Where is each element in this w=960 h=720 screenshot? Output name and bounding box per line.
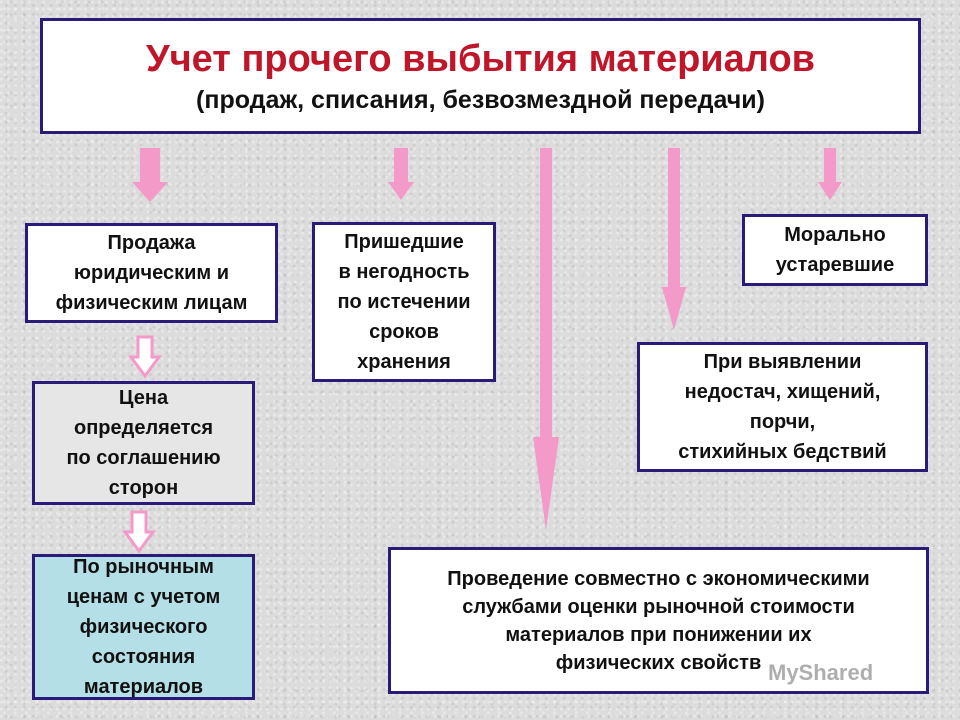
market-line: По рыночным (73, 556, 214, 578)
expired-line: Пришедшие (344, 231, 464, 253)
expired-line: в негодность (338, 261, 470, 283)
joint-line: физических свойств (555, 651, 762, 674)
joint-line: службами оценки рыночной стоимости (462, 595, 855, 618)
shortage-line: стихийных бедствий (678, 441, 887, 463)
price-line: определяется (73, 417, 213, 439)
expired-line: хранения (357, 351, 451, 373)
sale-line: юридическим и (73, 262, 230, 284)
joint-assessment-box: Проведение совместно с экономическими сл… (388, 547, 929, 694)
sale-line: Продажа (107, 232, 196, 254)
shortage-line: недостач, хищений, (684, 381, 881, 403)
price-line: сторон (108, 477, 179, 499)
obsolete-line: устаревшие (775, 254, 895, 276)
joint-line: материалов при понижении их (505, 623, 812, 646)
market-line: материалов (83, 676, 204, 698)
shortage-line: порчи, (749, 411, 816, 433)
obsolete-line: Морально (784, 224, 886, 246)
market-line: состояния (91, 646, 196, 668)
price-line: Цена (118, 387, 169, 409)
sale-box: Продажа юридическим и физическим лицам (25, 223, 278, 323)
expired-box: Пришедшие в негодность по истечении срок… (312, 222, 496, 382)
price-line: по соглашению (66, 447, 221, 469)
hollow-arrow-to-market (122, 510, 156, 554)
arrow-to-obsolete (818, 148, 842, 200)
expired-line: по истечении (337, 291, 471, 313)
market-line: физического (79, 616, 208, 638)
joint-line: Проведение совместно с экономическими (447, 567, 870, 590)
arrow-to-shortage (662, 148, 686, 330)
watermark: MyShared (768, 660, 874, 685)
hollow-arrow-to-price (128, 335, 162, 379)
arrow-to-expired (388, 148, 414, 200)
market-price-box: По рыночным ценам с учетом физического с… (32, 554, 255, 700)
price-box: Цена определяется по соглашению сторон (32, 381, 255, 505)
diagram-title: Учет прочего выбытия материалов (145, 38, 816, 81)
diagram-subtitle: (продаж, списания, безвозмездной передач… (196, 86, 765, 115)
expired-line: сроков (369, 321, 439, 343)
shortage-box: При выявлении недостач, хищений, порчи, … (637, 342, 928, 472)
market-line: ценам с учетом (66, 586, 221, 608)
shortage-line: При выявлении (703, 351, 862, 373)
title-box: Учет прочего выбытия материалов (продаж,… (40, 18, 921, 134)
sale-line: физическим лицам (55, 292, 248, 314)
arrow-to-sale (132, 148, 168, 202)
obsolete-box: Морально устаревшие (742, 214, 928, 286)
arrow-to-joint (533, 148, 559, 530)
